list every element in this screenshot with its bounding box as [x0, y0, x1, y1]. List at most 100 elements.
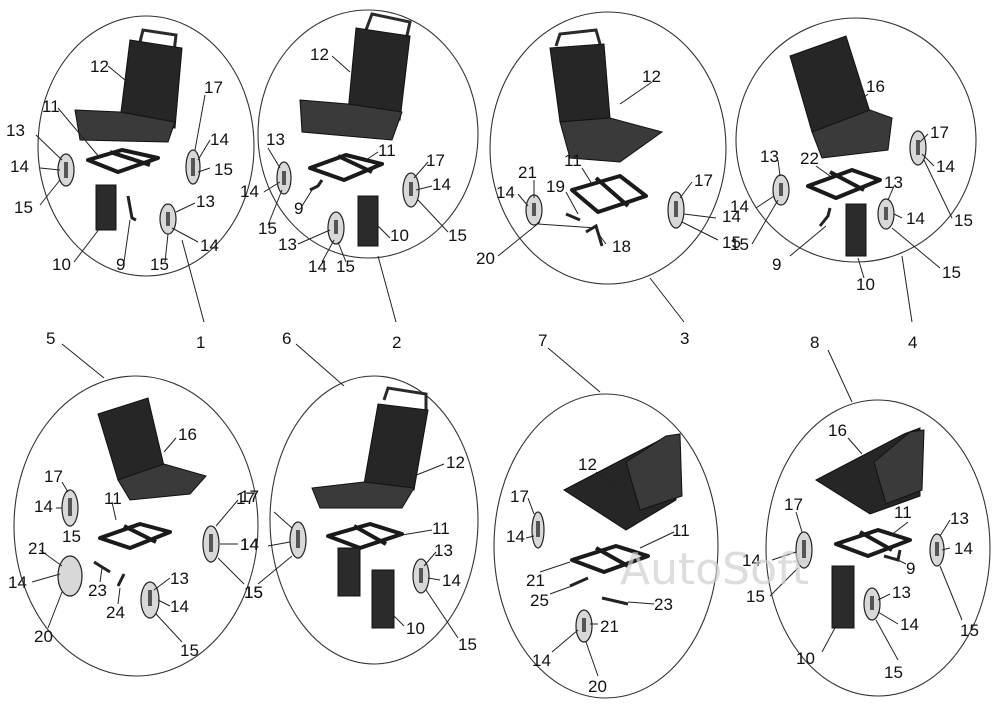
variant-3: 12 11 21 14 20 19 18 17 14 15 3: [476, 11, 741, 348]
callout-14: 14: [34, 497, 53, 516]
callout-16: 16: [828, 421, 847, 440]
callout-14: 14: [954, 539, 973, 558]
callout-15: 15: [336, 257, 355, 276]
callout-11: 11: [104, 489, 122, 508]
variant-1-outline: [37, 15, 255, 277]
bracket-18: [585, 223, 604, 247]
bracket-23: [93, 560, 111, 574]
callout-16: 16: [866, 77, 885, 96]
seat-16: [814, 427, 925, 515]
callout-17: 17: [694, 171, 713, 190]
callout-15: 15: [258, 219, 277, 238]
callout-13: 13: [170, 569, 189, 588]
callout-17: 17: [426, 151, 445, 170]
callout-14: 14: [308, 257, 327, 276]
post-10-upper: [337, 547, 361, 597]
callout-11: 11: [432, 519, 450, 538]
callout-10: 10: [52, 255, 71, 274]
post-10: [831, 565, 855, 629]
callout-20: 20: [34, 627, 53, 646]
callout-13: 13: [196, 192, 215, 211]
callout-15: 15: [180, 641, 199, 660]
variant-1: 12 11 13 14 15 17 14 15 10 9 13 14 15 1: [6, 15, 255, 352]
rail-11: [308, 153, 384, 182]
bracket-19: [565, 212, 581, 222]
callout-13: 13: [884, 173, 903, 192]
callout-15: 15: [746, 587, 765, 606]
rail-11: [570, 174, 648, 214]
callout-20: 20: [588, 677, 607, 696]
variant-label-6: 6: [282, 329, 291, 348]
callout-17: 17: [930, 123, 949, 142]
callout-19: 19: [546, 177, 565, 196]
callout-15: 15: [730, 235, 749, 254]
callout-13: 13: [278, 235, 297, 254]
variant-7: 7 12 11 17 14 21 25 23 21 14 20: [493, 331, 719, 699]
callout-17: 17: [240, 487, 259, 506]
callout-17: 17: [784, 495, 803, 514]
variant-8-outline: [765, 399, 991, 697]
seat-16: [789, 35, 893, 159]
variant-4: 16 17 14 15 13 22 14 15 9 13 14 15 10 4: [730, 17, 977, 352]
callout-15: 15: [884, 663, 903, 682]
variant-3-outline: [489, 11, 727, 285]
callout-13: 13: [892, 583, 911, 602]
variant-2-outline: [257, 9, 479, 259]
post-10: [371, 569, 395, 629]
variant-6-outline: [269, 375, 479, 665]
callout-13: 13: [950, 509, 969, 528]
callout-9: 9: [116, 255, 125, 274]
callout-9: 9: [906, 559, 915, 578]
bracket-9: [126, 195, 137, 222]
callout-15: 15: [150, 255, 169, 274]
callout-14: 14: [170, 597, 189, 616]
callout-11: 11: [564, 151, 582, 170]
variant-label-7: 7: [538, 331, 547, 350]
callout-14: 14: [240, 182, 259, 201]
variant-4-outline: [735, 17, 977, 263]
callout-14: 14: [10, 157, 29, 176]
callout-11: 11: [42, 97, 60, 116]
callout-12: 12: [310, 45, 329, 64]
callout-15: 15: [960, 621, 979, 640]
seat-12: [74, 28, 183, 143]
variant-label-1: 1: [196, 333, 205, 352]
post-10: [845, 203, 867, 257]
rail-11: [326, 522, 404, 550]
callout-11: 11: [672, 521, 690, 540]
variant-label-2: 2: [392, 333, 401, 352]
callout-14: 14: [532, 651, 551, 670]
callout-21: 21: [526, 571, 545, 590]
callout-10: 10: [390, 226, 409, 245]
callout-13: 13: [760, 147, 779, 166]
rail-11: [806, 168, 882, 200]
callout-9: 9: [294, 199, 303, 218]
callout-21: 21: [518, 163, 537, 182]
callout-15: 15: [14, 198, 33, 217]
callout-12: 12: [446, 453, 465, 472]
callout-22: 22: [800, 149, 819, 168]
callout-13: 13: [434, 541, 453, 560]
variant-6: 6 12 11 17 14 15 13 14 15 10: [240, 329, 479, 665]
rail-11: [834, 528, 912, 558]
callout-13: 13: [6, 121, 25, 140]
variant-7-outline: [493, 393, 719, 699]
post-10: [357, 195, 379, 247]
callout-15: 15: [458, 635, 477, 654]
callout-15: 15: [448, 226, 467, 245]
callout-17: 17: [44, 467, 63, 486]
bracket-25: [569, 576, 589, 588]
seat-12: [563, 433, 683, 531]
post-10: [95, 184, 117, 231]
callout-11: 11: [894, 503, 912, 522]
callout-17: 17: [236, 489, 255, 508]
callout-23: 23: [654, 595, 673, 614]
seat-12: [311, 386, 429, 509]
callout-14: 14: [8, 573, 27, 592]
callout-15: 15: [722, 233, 741, 252]
callout-21: 21: [28, 539, 47, 558]
callout-14: 14: [730, 197, 749, 216]
callout-14: 14: [742, 551, 761, 570]
callout-21: 21: [600, 617, 619, 636]
callout-25: 25: [530, 591, 549, 610]
